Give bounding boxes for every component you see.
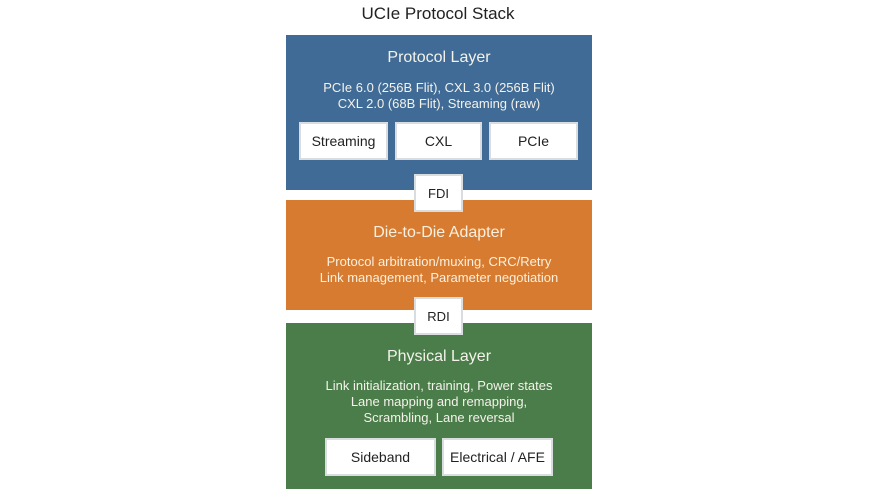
cxl-box: CXL: [395, 122, 482, 160]
protocol-layer: Protocol Layer PCIe 6.0 (256B Flit), CXL…: [286, 35, 592, 190]
physical-layer-title: Physical Layer: [386, 348, 492, 365]
description-line: Link management, Parameter negotiation: [319, 270, 559, 285]
protocol-layer-title: Protocol Layer: [387, 49, 491, 66]
protocol-layer-description: PCIe 6.0 (256B Flit), CXL 3.0 (256B Flit…: [286, 80, 592, 112]
diagram-title: UCIe Protocol Stack: [361, 4, 515, 23]
streaming-box: Streaming: [299, 122, 388, 160]
description-line: Scrambling, Lane reversal: [363, 410, 515, 425]
fdi-interface-box: FDI: [414, 174, 463, 212]
description-line: CXL 2.0 (68B Flit), Streaming (raw): [337, 96, 541, 111]
description-line: Protocol arbitration/muxing, CRC/Retry: [326, 254, 552, 269]
description-line: Lane mapping and remapping,: [350, 394, 528, 409]
pcie-box: PCIe: [489, 122, 578, 160]
die-to-die-adapter-layer: Die-to-Die Adapter Protocol arbitration/…: [286, 200, 592, 310]
electrical-afe-box: Electrical / AFE: [442, 438, 553, 476]
description-line: Link initialization, training, Power sta…: [325, 378, 553, 393]
sideband-box: Sideband: [325, 438, 436, 476]
physical-layer-description: Link initialization, training, Power sta…: [286, 378, 592, 426]
adapter-layer-description: Protocol arbitration/muxing, CRC/Retry L…: [286, 254, 592, 286]
description-line: PCIe 6.0 (256B Flit), CXL 3.0 (256B Flit…: [323, 80, 555, 95]
adapter-layer-title: Die-to-Die Adapter: [373, 224, 505, 241]
rdi-interface-box: RDI: [414, 297, 463, 335]
